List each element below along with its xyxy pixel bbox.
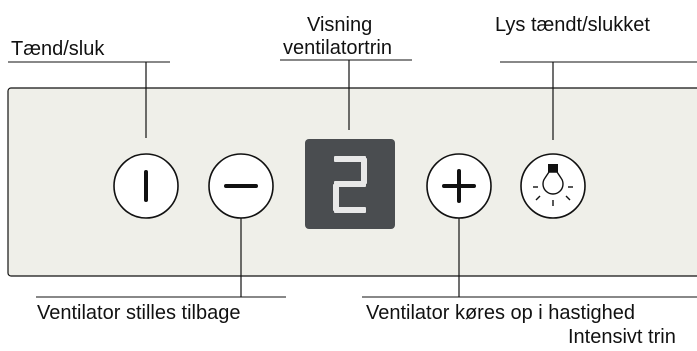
fan-up-label-line1: Ventilator køres op i hastighed (366, 302, 636, 324)
fan-up-button[interactable] (426, 153, 492, 219)
display-label-line2: ventilatortrin (283, 37, 392, 59)
plus-icon (442, 169, 476, 203)
light-label: Lys tændt/slukket (495, 14, 650, 36)
fan-up-label-line2: Intensivt trin (568, 326, 676, 348)
fan-down-button[interactable] (208, 153, 274, 219)
power-button[interactable] (113, 153, 179, 219)
light-button[interactable] (520, 153, 586, 219)
fan-down-label: Ventilator stilles tilbage (37, 302, 241, 324)
lamp-icon (533, 164, 573, 206)
power-label: Tænd/sluk (11, 38, 105, 60)
seven-segment-digit (333, 156, 367, 213)
display-label-line1: Visning (307, 14, 373, 36)
fan-level-display (305, 139, 395, 229)
